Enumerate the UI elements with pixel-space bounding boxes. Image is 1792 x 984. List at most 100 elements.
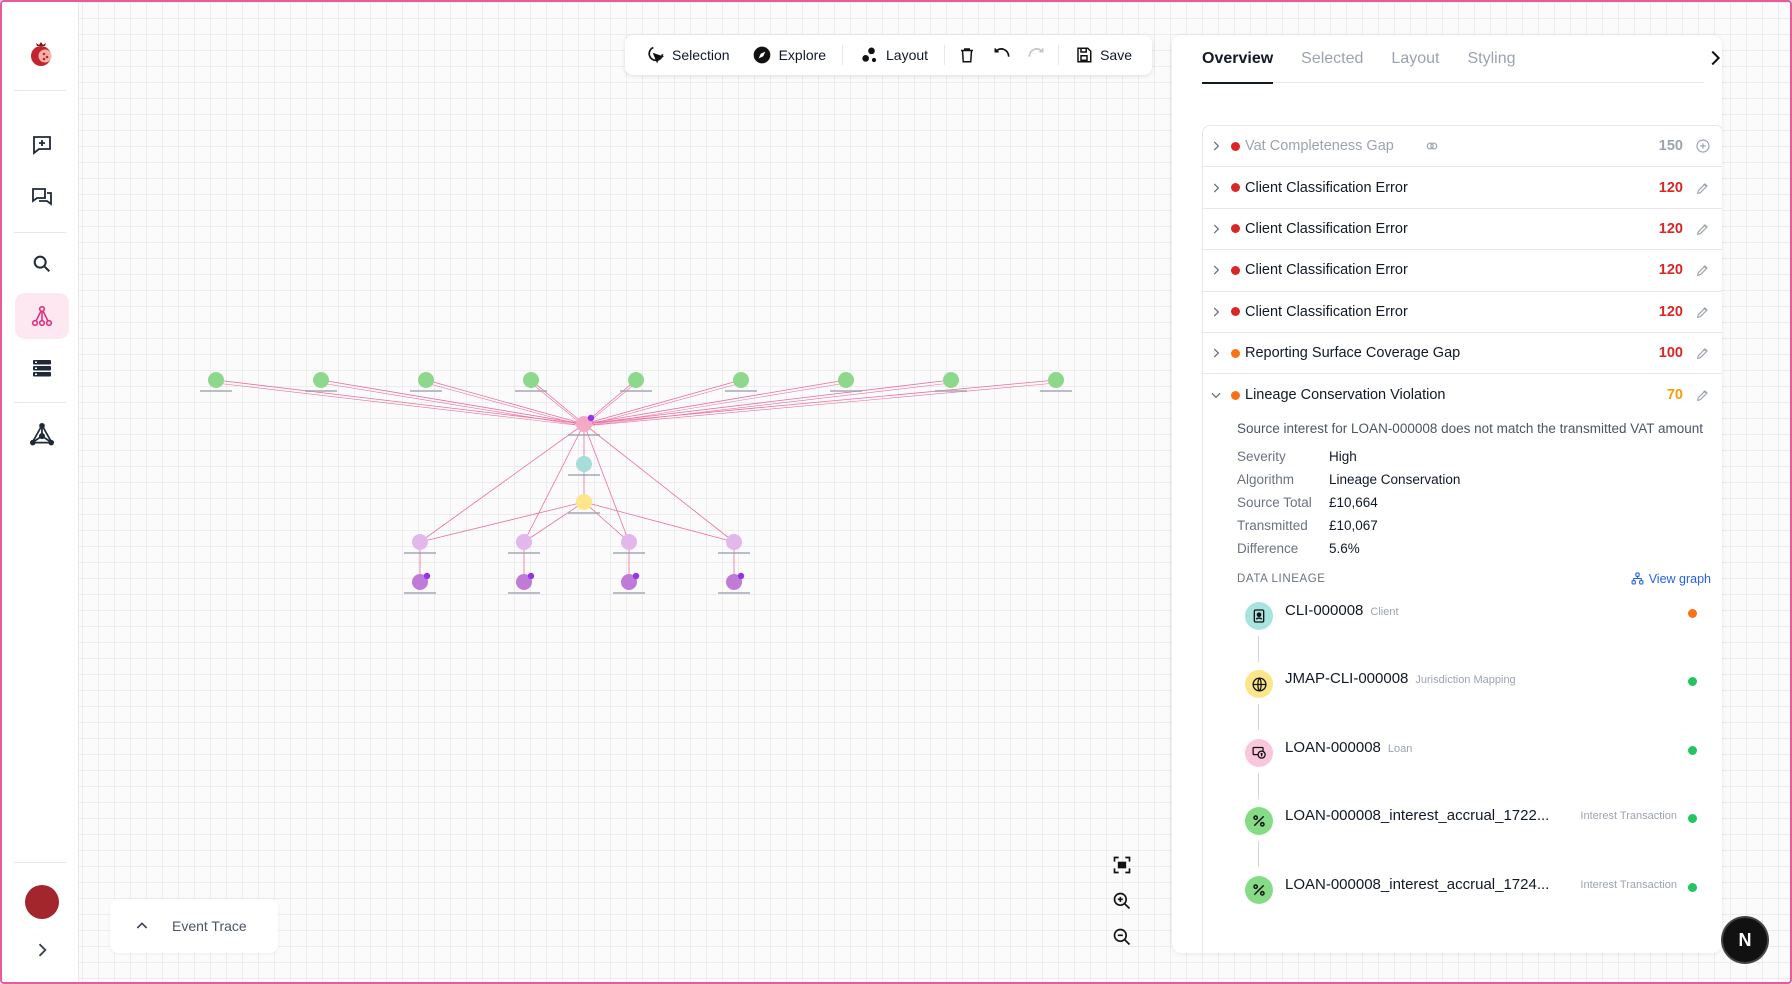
- view-graph-link[interactable]: View graph: [1631, 572, 1711, 586]
- trash-icon: [961, 48, 974, 63]
- collapse-panel-button[interactable]: [1704, 47, 1722, 71]
- chevron-right-icon: [38, 943, 47, 957]
- acknowledge-icon[interactable]: [1695, 345, 1711, 361]
- new-chat-button[interactable]: [15, 122, 69, 168]
- person-card-icon: [1245, 601, 1273, 630]
- lineage-type: Jurisdiction Mapping: [1415, 674, 1516, 687]
- lineage-graph-canvas[interactable]: [182, 352, 1102, 612]
- graph-edge: [425, 382, 585, 427]
- fit-view-button[interactable]: [1107, 847, 1137, 883]
- database-button[interactable]: [15, 345, 69, 391]
- tab-selected[interactable]: Selected: [1301, 49, 1364, 67]
- delete-button[interactable]: [953, 40, 981, 70]
- graph-button[interactable]: [15, 293, 69, 339]
- field-key: Difference: [1237, 540, 1299, 556]
- graph-node-label: [404, 552, 436, 554]
- issue-score: 120: [1658, 220, 1683, 237]
- selection-label: Selection: [672, 47, 730, 63]
- compass-icon: [753, 46, 770, 64]
- lineage-item[interactable]: LOAN-000008_interest_accrual_1722... Inte…: [1237, 799, 1711, 868]
- lineage-item[interactable]: LOAN-000008_interest_accrual_1724...Inte…: [1237, 868, 1711, 937]
- chats-button[interactable]: [15, 174, 69, 220]
- field-value: Lineage Conservation: [1329, 471, 1461, 487]
- explore-label: Explore: [778, 47, 827, 63]
- selection-tool-button[interactable]: Selection: [637, 40, 738, 70]
- severity-dot: [1231, 265, 1240, 275]
- graph-edge: [583, 423, 630, 543]
- chevron-up-icon: [136, 922, 148, 929]
- lineage-connector: [1258, 635, 1259, 662]
- report-node: [726, 574, 742, 590]
- dev-badge-label: N: [1738, 929, 1752, 950]
- graph-edge: [583, 379, 1057, 425]
- lineage-type: Client: [1370, 605, 1399, 618]
- ontology-triangle-icon: [29, 422, 55, 446]
- interest-transaction-node: [523, 372, 539, 388]
- acknowledge-icon[interactable]: [1695, 180, 1711, 196]
- event-trace-toggle[interactable]: Event Trace: [110, 899, 278, 953]
- chevron-right-icon: [1209, 181, 1223, 195]
- lineage-type: Interest Transaction: [1580, 810, 1677, 823]
- explore-tool-button[interactable]: Explore: [744, 40, 834, 70]
- tab-styling[interactable]: Styling: [1467, 49, 1516, 67]
- graph-edge: [583, 379, 847, 425]
- zoom-out-icon: [1113, 928, 1131, 946]
- report-node: [621, 574, 637, 590]
- save-button[interactable]: Save: [1067, 40, 1140, 70]
- field-row: Source Total£10,664: [1237, 491, 1711, 514]
- redo-button[interactable]: [1022, 40, 1050, 70]
- graph-nodes-icon: [31, 305, 53, 327]
- layout-tool-button[interactable]: Layout: [851, 40, 936, 70]
- status-dot: [1688, 745, 1697, 755]
- dev-badge[interactable]: N: [1723, 918, 1767, 962]
- issue-title: Client Classification Error: [1245, 303, 1408, 320]
- field-key: Transmitted: [1237, 517, 1308, 533]
- zoom-in-button[interactable]: [1107, 883, 1137, 919]
- graph-edge: [583, 501, 735, 543]
- field-value: 5.6%: [1329, 540, 1360, 556]
- graph-edge: [530, 379, 585, 425]
- issue-row-expanded[interactable]: Lineage Conservation Violation 70: [1203, 374, 1722, 415]
- acknowledge-icon[interactable]: [1695, 221, 1711, 237]
- lineage-type: Loan: [1387, 742, 1413, 755]
- chevron-right-icon: [1209, 139, 1223, 153]
- lineage-name: LOAN-000008_interest_accrual_1722...: [1285, 807, 1550, 825]
- loan-icon: [1245, 738, 1273, 767]
- acknowledge-icon[interactable]: [1695, 304, 1711, 320]
- zoom-out-button[interactable]: [1107, 919, 1137, 955]
- tab-overview[interactable]: Overview: [1202, 35, 1274, 84]
- ontology-button[interactable]: [15, 412, 69, 458]
- interest-transaction-node: [838, 372, 854, 388]
- field-value: High: [1329, 448, 1357, 464]
- graph-node-label: [718, 592, 750, 594]
- severity-dot: [1231, 348, 1240, 358]
- user-avatar[interactable]: [25, 885, 59, 919]
- expand-sidebar-button[interactable]: [32, 940, 52, 960]
- undo-button[interactable]: [987, 40, 1015, 70]
- percent-icon: [1245, 875, 1273, 904]
- search-icon: [33, 255, 51, 273]
- status-dot: [1688, 882, 1697, 892]
- chevron-right-icon: [1209, 222, 1223, 236]
- add-circle-icon[interactable]: [1695, 138, 1711, 154]
- graph-node-label: [404, 592, 436, 594]
- lineage-type: Interest Transaction: [1580, 878, 1677, 891]
- search-button[interactable]: [15, 241, 69, 287]
- tab-layout[interactable]: Layout: [1391, 49, 1440, 67]
- acknowledge-icon[interactable]: [1695, 387, 1711, 403]
- acknowledge-icon[interactable]: [1695, 262, 1711, 278]
- vat-node: [621, 534, 637, 550]
- globe-icon: [1245, 670, 1273, 699]
- loan-node: [576, 416, 592, 432]
